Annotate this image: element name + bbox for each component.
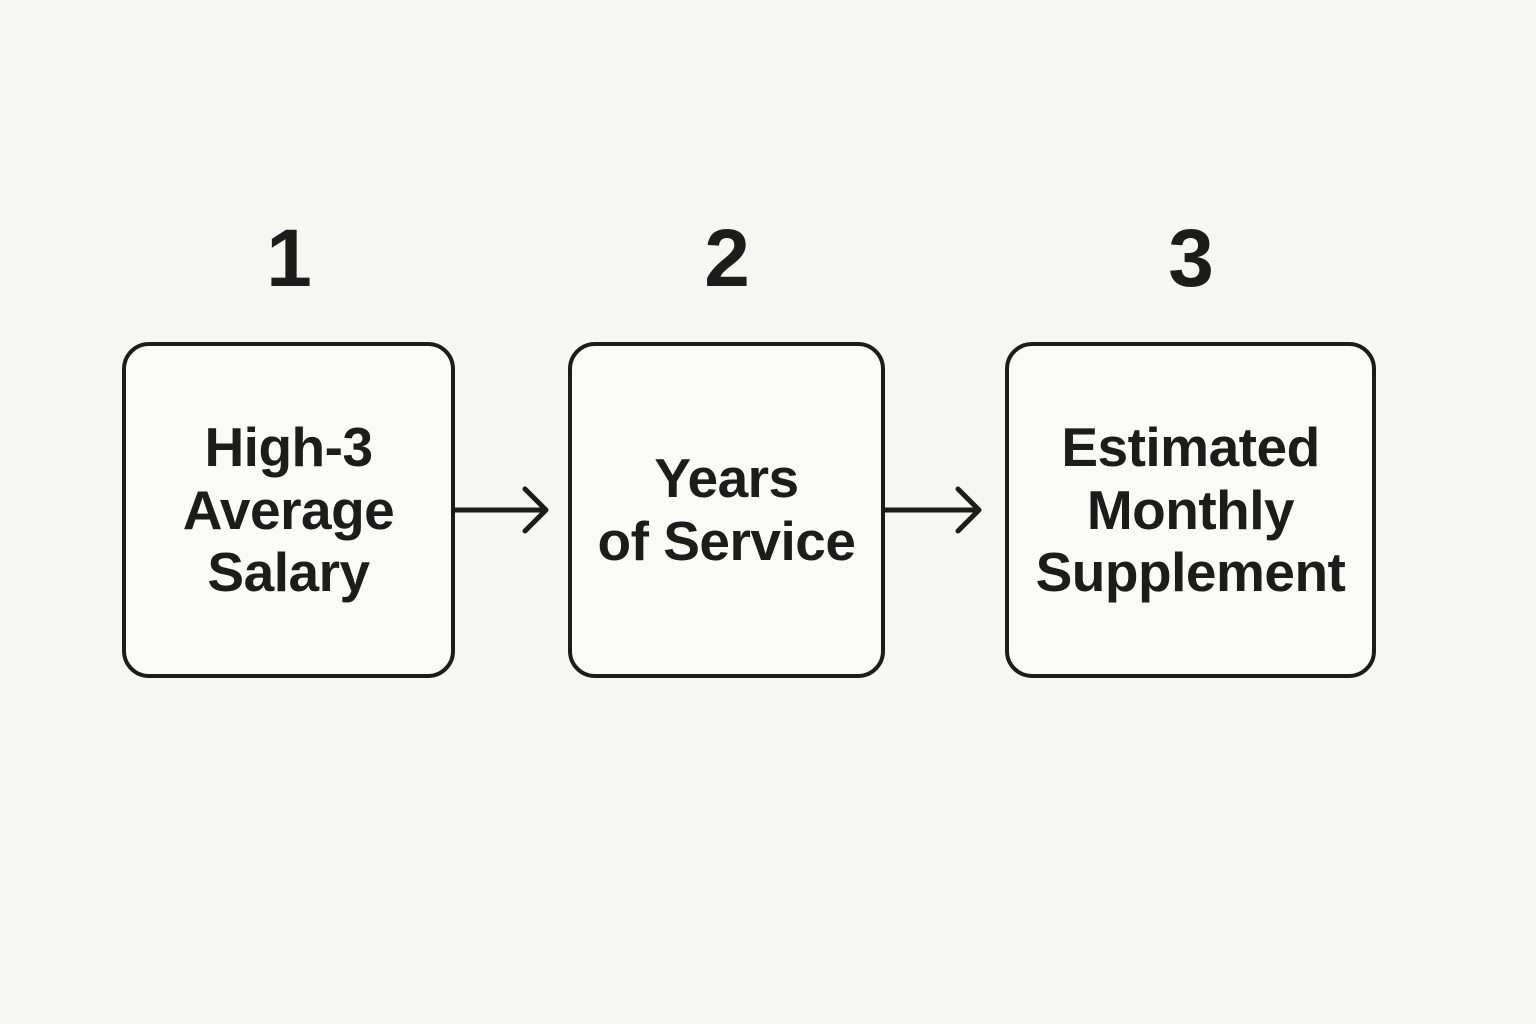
step-3-label-line: Monthly xyxy=(1086,478,1295,541)
step-3-label-line: Supplement xyxy=(1035,541,1346,604)
step-1-number: 1 xyxy=(266,213,312,304)
step-1-label-line: High-3 xyxy=(204,415,373,478)
step-3-label: Estimated Monthly Supplement xyxy=(1036,416,1346,604)
step-1-label: High-3 Average Salary xyxy=(183,416,395,604)
step-3-label-line: Estimated xyxy=(1061,415,1320,478)
step-3-number: 3 xyxy=(1168,213,1214,304)
step-2-label-line: of Service xyxy=(597,510,856,572)
arrow-right-icon xyxy=(885,478,983,542)
step-1-label-line: Salary xyxy=(207,541,370,604)
step-1-box: High-3 Average Salary xyxy=(122,342,455,678)
step-2-label: Years of Service xyxy=(598,447,856,572)
step-2-box: Years of Service xyxy=(568,342,885,678)
step-2: 2 Years of Service xyxy=(568,218,885,678)
step-1: 1 High-3 Average Salary xyxy=(122,218,455,678)
arrow-right-icon xyxy=(455,478,550,542)
step-2-label-line: Years xyxy=(654,447,799,510)
step-3: 3 Estimated Monthly Supplement xyxy=(1005,218,1376,678)
step-2-number: 2 xyxy=(704,213,750,304)
step-3-box: Estimated Monthly Supplement xyxy=(1005,342,1376,678)
step-1-label-line: Average xyxy=(182,478,395,541)
